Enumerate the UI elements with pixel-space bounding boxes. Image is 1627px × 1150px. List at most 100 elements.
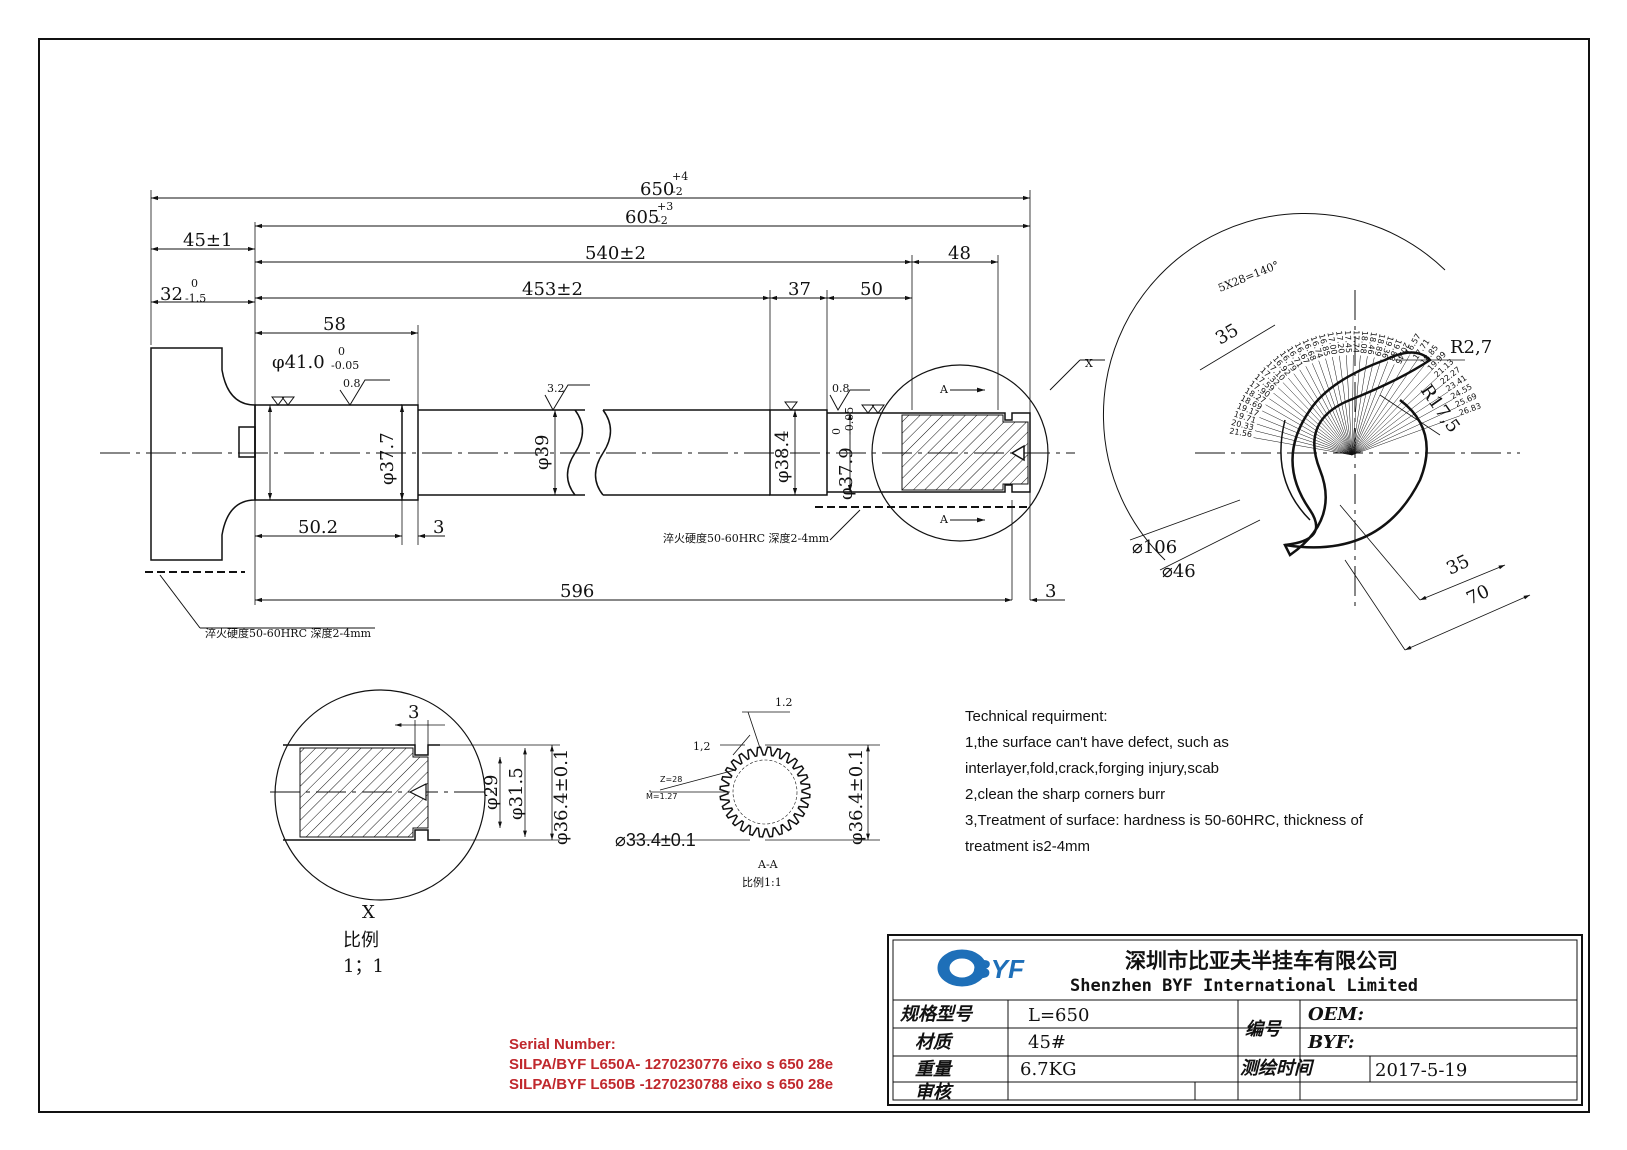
fan-ray [1269, 398, 1353, 456]
fan-ray [1277, 387, 1353, 456]
end-view [1102, 212, 1531, 651]
fan-ray-top [1351, 360, 1418, 456]
section-aa-m: M=1.27 [646, 792, 677, 801]
fan-ray-top [1351, 384, 1444, 456]
dim-dia39: φ39 [532, 434, 553, 470]
roughness-symbols [271, 379, 885, 414]
fan-ray [1325, 358, 1353, 456]
end-dia106: ⌀106 [1132, 537, 1177, 558]
fan-ray [1351, 359, 1382, 456]
weight-value: 6.7KG [1020, 1059, 1076, 1080]
title-block-texts: BYF 深圳市比亚夫半挂车有限公司 Shenzhen BYF Internati… [900, 949, 1467, 1103]
section-aa-view [630, 711, 880, 841]
dim-32: 32 [160, 284, 183, 305]
dim-50: 50 [860, 279, 883, 300]
roughness-0-8b: 0.8 [832, 382, 850, 395]
fan-ray [1305, 366, 1353, 456]
detail-x-dia315: φ31.5 [506, 767, 527, 820]
section-aa-12a: 1.2 [775, 696, 793, 709]
fan-ray-label: 18.46 [1366, 331, 1378, 355]
fan-ray [1299, 369, 1353, 456]
fan-ray [1265, 404, 1353, 456]
spline-gear [719, 746, 811, 838]
detail-x-scale-label: 比例 [343, 930, 379, 951]
end-35a: 35 [1212, 320, 1242, 350]
fan-ray [1339, 355, 1353, 456]
end-35b: 35 [1443, 551, 1473, 580]
radial-fan-lines [1253, 354, 1461, 456]
detail-x-view [270, 689, 560, 901]
fan-ray-top [1351, 355, 1410, 456]
detail-x-dia364: φ36.4±0.1 [551, 749, 572, 845]
dim-605-tol-up: +3 [657, 200, 673, 213]
notes-line-1: 1,the surface can't have defect, such as [965, 734, 1229, 751]
byf-label: BYF: [1307, 1032, 1355, 1053]
fan-ray-top [1351, 399, 1453, 456]
dim-32-tol-dn: -1.5 [185, 292, 206, 305]
fan-ray [1318, 360, 1353, 456]
dim-453: 453±2 [522, 279, 583, 300]
spec-value: L=650 [1028, 1005, 1089, 1026]
detail-x-title: X [362, 902, 375, 923]
company-en: Shenzhen BYF International Limited [1070, 976, 1418, 996]
section-aa-dia364: φ36.4±0.1 [846, 749, 867, 845]
fan-ray [1273, 392, 1353, 456]
serial-title: Serial Number: [509, 1036, 616, 1053]
serial-line-1: SILPA/BYF L650A- 1270230776 eixo s 650 2… [509, 1056, 834, 1073]
roughness-3-2: 3.2 [547, 382, 565, 395]
dim-dia379-tol-up: 0 [830, 428, 843, 435]
detail-x-scale-value: 1；1 [343, 956, 384, 977]
fan-ray [1351, 356, 1368, 456]
end-r27: R2,7 [1450, 337, 1492, 358]
shaft-view [100, 347, 1105, 629]
extension-lines [150, 190, 1031, 605]
dim-dia384: φ38.4 [772, 430, 793, 483]
hardening-note-left: 淬火硬度50-60HRC 深度2-4mm [205, 626, 372, 640]
review-label: 审核 [915, 1082, 954, 1103]
date-label: 测绘时间 [1240, 1058, 1315, 1079]
fan-ray-top [1351, 391, 1449, 456]
dim-dia41-tol-dn: -0.05 [331, 359, 359, 372]
dim-overall-tol-dn: -2 [672, 185, 683, 198]
ray-labels: 21.5620.3319.7119.1718.6918.2717.9017.59… [1229, 330, 1412, 439]
dim-540: 540±2 [585, 243, 646, 264]
fan-ray [1351, 354, 1354, 456]
dim-605-tol-dn: -2 [657, 214, 668, 227]
dim-58: 58 [323, 314, 346, 335]
fan-ray-label: 17.00 [1325, 331, 1338, 355]
detail-x-texts: 3 φ29 φ31.5 φ36.4±0.1 X 比例 1；1 [343, 702, 572, 977]
end-70: 70 [1463, 581, 1493, 610]
dim-dia41: φ41.0 [272, 352, 325, 373]
company-cn: 深圳市比亚夫半挂车有限公司 [1125, 949, 1398, 973]
fan-ray [1259, 417, 1353, 456]
title-block [887, 934, 1583, 1106]
weight-label: 重量 [915, 1059, 953, 1080]
fan-ray [1351, 355, 1361, 456]
technical-requirements: Technical requirment: 1,the surface can'… [965, 704, 1425, 860]
fan-ray [1351, 364, 1395, 456]
dim-45: 45±1 [183, 230, 232, 251]
fan-ray-top [1351, 365, 1425, 456]
notes-line-3: 2,clean the sharp corners burr [965, 786, 1166, 803]
material-value: 45# [1028, 1032, 1066, 1053]
end-angle: 5X28=140° [1216, 259, 1281, 295]
notes-line-5: treatment is2-4mm [965, 838, 1091, 855]
section-aa-dia334: ⌀33.4±0.1 [615, 830, 696, 850]
dim-overall-tol-up: +4 [672, 170, 688, 183]
fan-ray [1346, 355, 1353, 456]
dim-32-tol-up: 0 [191, 277, 198, 290]
spec-label: 规格型号 [900, 1004, 974, 1025]
fan-ray-label: 17.20 [1334, 330, 1346, 354]
notes-line-2: interlayer,fold,crack,forging injury,sca… [965, 760, 1220, 777]
fan-ray-label: 17.74 [1351, 330, 1360, 353]
dim-3a: 3 [433, 517, 444, 538]
dim-dia379: φ37.9 [836, 447, 857, 500]
fan-ray [1282, 382, 1353, 456]
section-aa-12b: 1,2 [693, 740, 711, 753]
detail-x-3: 3 [408, 702, 419, 723]
fan-ray [1253, 437, 1353, 456]
fan-ray [1256, 423, 1353, 456]
dim-48: 48 [948, 243, 971, 264]
material-label: 材质 [915, 1032, 954, 1053]
hardening-note-right: 淬火硬度50-60HRC 深度2-4mm [663, 531, 830, 545]
